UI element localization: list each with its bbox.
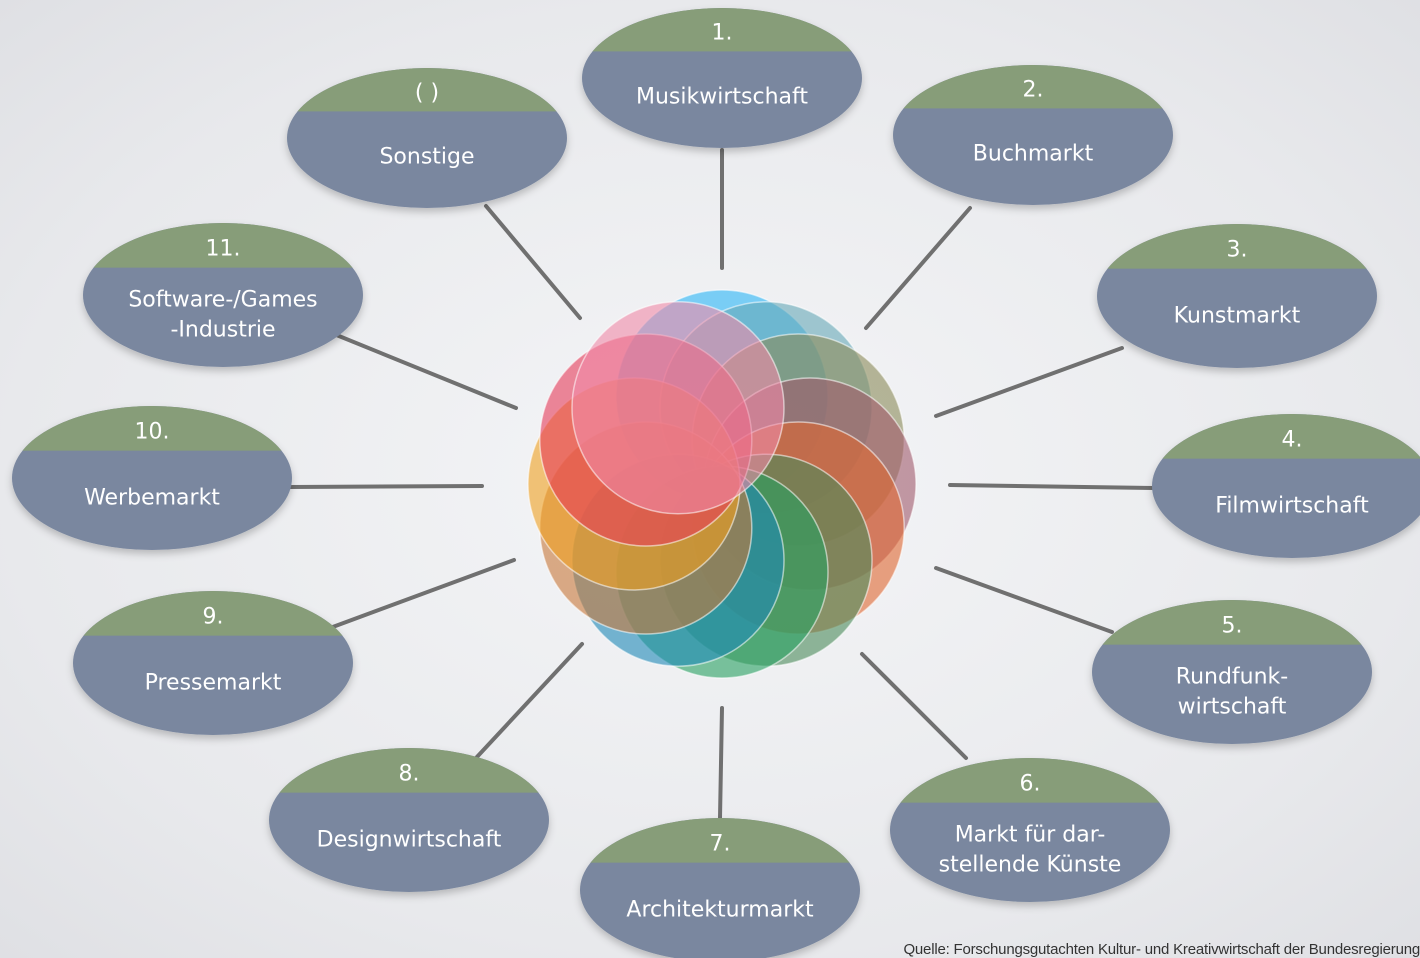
node-label: wirtschaft	[1178, 694, 1287, 719]
node-sonstige: ( ) Sonstige	[287, 68, 567, 208]
connector-line-rundfunkwirtschaft	[934, 566, 1114, 634]
node-number: 10.	[135, 420, 170, 445]
node-number: 11.	[206, 237, 241, 262]
node-label: Pressemarkt	[145, 670, 282, 695]
connector-line-pressemarkt	[328, 558, 516, 630]
node-label: Rundfunk-	[1176, 664, 1288, 689]
node-label: Kunstmarkt	[1174, 303, 1301, 328]
node-number: 4.	[1282, 428, 1303, 453]
node-architekturmarkt: 7. Architekturmarkt	[580, 818, 860, 958]
node-number: 7.	[710, 832, 731, 857]
node-label: Musikwirtschaft	[636, 85, 808, 110]
node-label: Filmwirtschaft	[1215, 493, 1369, 518]
node-label: Architekturmarkt	[626, 897, 814, 922]
node-designwirtschaft: 8. Designwirtschaft	[269, 748, 549, 892]
node-label: Software-/Games	[128, 287, 317, 312]
node-number: 8.	[399, 762, 420, 787]
connector-line-werbemarkt	[288, 484, 484, 489]
node-filmwirtschaft: 4. Filmwirtschaft	[1152, 414, 1420, 558]
connector-line-architekturmarkt	[718, 706, 724, 820]
node-darstellende-kuenste: 6. Markt für dar-stellende Künste	[890, 758, 1170, 902]
node-number: 9.	[203, 605, 224, 630]
node-label: Werbemarkt	[84, 485, 220, 510]
node-number: 2.	[1023, 77, 1044, 102]
node-number: 5.	[1222, 614, 1243, 639]
node-label: stellende Künste	[939, 852, 1122, 877]
flower-logo	[527, 289, 917, 679]
connector-line-darstellende-kuenste	[860, 652, 968, 760]
node-rundfunkwirtschaft: 5. Rundfunk-wirtschaft	[1092, 600, 1372, 744]
connector-line-filmwirtschaft	[948, 483, 1157, 490]
source-citation: Quelle: Forschungsgutachten Kultur- und …	[903, 941, 1420, 958]
node-label: Designwirtschaft	[317, 827, 502, 852]
node-werbemarkt: 10. Werbemarkt	[12, 406, 292, 550]
node-software-games: 11. Software-/Games -Industrie	[83, 223, 363, 367]
node-buchmarkt: 2. Buchmarkt	[893, 65, 1173, 205]
node-label: Markt für dar-	[955, 822, 1106, 847]
connector-line-sonstige	[484, 204, 582, 320]
node-label: Buchmarkt	[973, 142, 1094, 167]
node-label: -Industrie	[170, 317, 275, 342]
node-label: Sonstige	[379, 145, 474, 170]
node-musikwirtschaft: 1. Musikwirtschaft	[582, 8, 862, 148]
connector-line-software-games	[332, 332, 518, 410]
flower-petal	[571, 301, 785, 515]
connector-line-kunstmarkt	[934, 346, 1124, 418]
node-number: 6.	[1020, 772, 1041, 797]
connector-lines	[288, 148, 1157, 820]
node-number: ( )	[415, 80, 439, 105]
node-number: 3.	[1227, 238, 1248, 263]
node-pressemarkt: 9. Pressemarkt	[73, 591, 353, 735]
connector-line-designwirtschaft	[474, 642, 584, 760]
connector-line-buchmarkt	[864, 206, 972, 330]
node-kunstmarkt: 3. Kunstmarkt	[1097, 224, 1377, 368]
node-number: 1.	[712, 20, 733, 45]
